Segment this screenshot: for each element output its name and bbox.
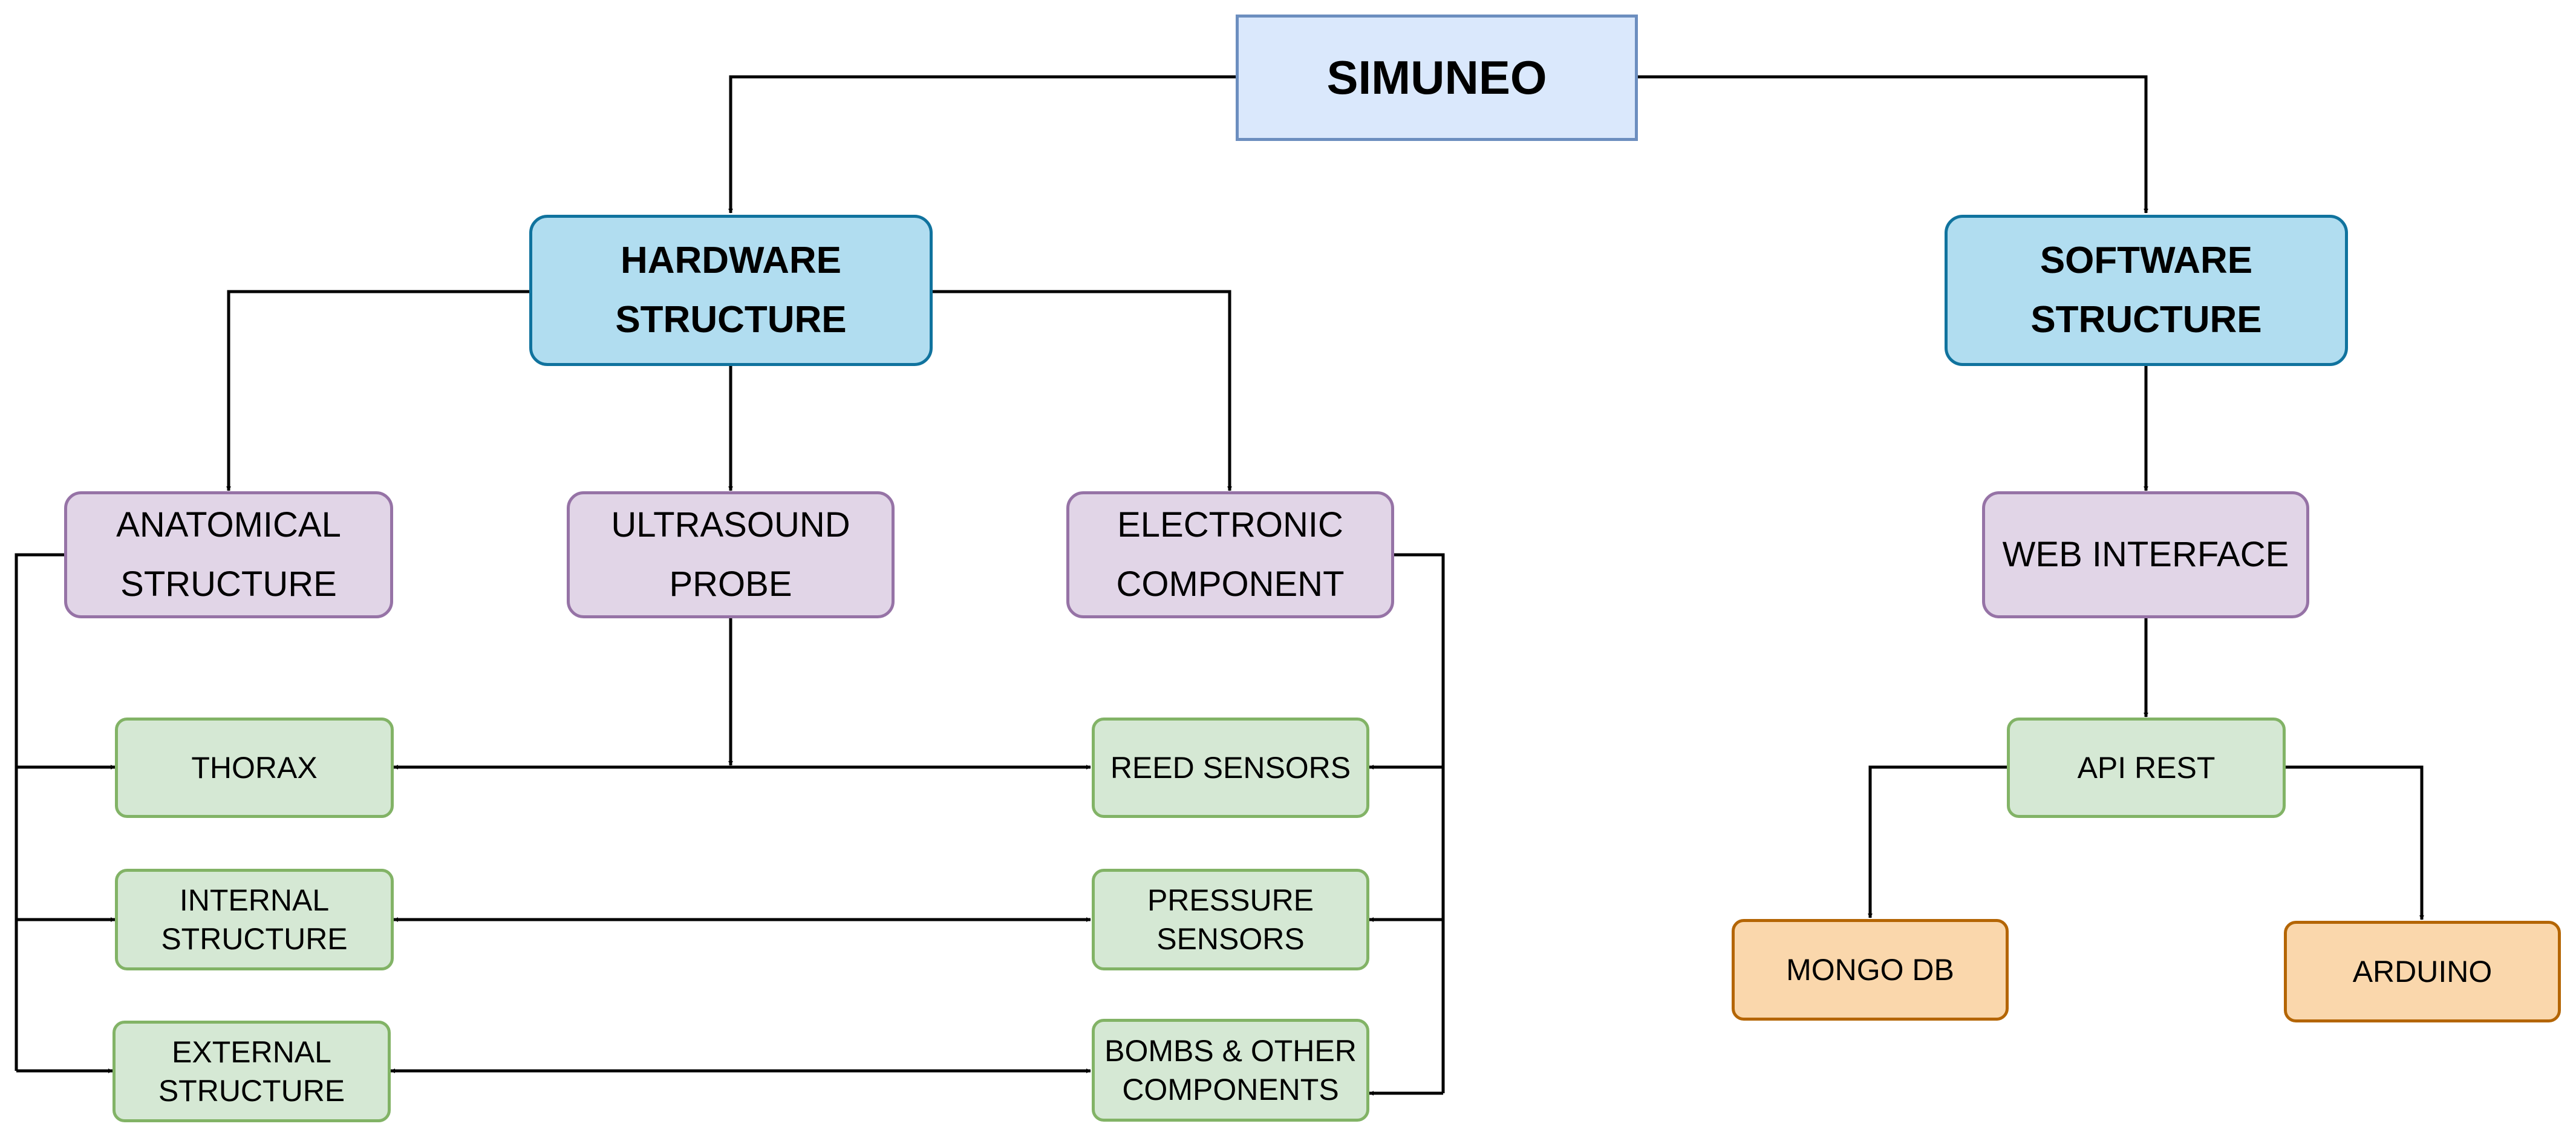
simuneo-node: SIMUNEO — [1236, 15, 1638, 141]
api-rest-node: API REST — [2007, 718, 2286, 818]
pressure-sensors-node: PRESSURE SENSORS — [1092, 869, 1369, 970]
edge-hardware-electronic — [931, 290, 1232, 491]
electronic-component-node: ELECTRONIC COMPONENT — [1066, 491, 1394, 618]
ultrasound-probe-node: ULTRASOUND PROBE — [567, 491, 895, 618]
external-structure-node: EXTERNAL STRUCTURE — [112, 1021, 391, 1122]
bombs-other-components-node: BOMBS & OTHER COMPONENTS — [1092, 1019, 1369, 1122]
web-interface-node: WEB INTERFACE — [1982, 491, 2309, 618]
internal-structure-node: INTERNAL STRUCTURE — [115, 869, 394, 970]
edge-anatomical-bus — [15, 553, 65, 1071]
mongo-db-node: MONGO DB — [1732, 919, 2009, 1021]
edge-electronic-bus — [1393, 553, 1445, 1093]
thorax-node: THORAX — [115, 718, 394, 818]
edge-root-software — [1636, 75, 2148, 214]
edge-root-hardware — [728, 75, 1237, 214]
software-structure-node: SOFTWARE STRUCTURE — [1945, 215, 2348, 366]
hardware-structure-node: HARDWARE STRUCTURE — [529, 215, 933, 366]
edge-api-arduino — [2286, 765, 2424, 920]
edge-api-mongo — [1868, 765, 2007, 918]
arduino-node: ARDUINO — [2284, 921, 2561, 1022]
anatomical-structure-node: ANATOMICAL STRUCTURE — [64, 491, 393, 618]
reed-sensors-node: REED SENSORS — [1092, 718, 1369, 818]
edge-hardware-anatomical — [226, 290, 530, 491]
